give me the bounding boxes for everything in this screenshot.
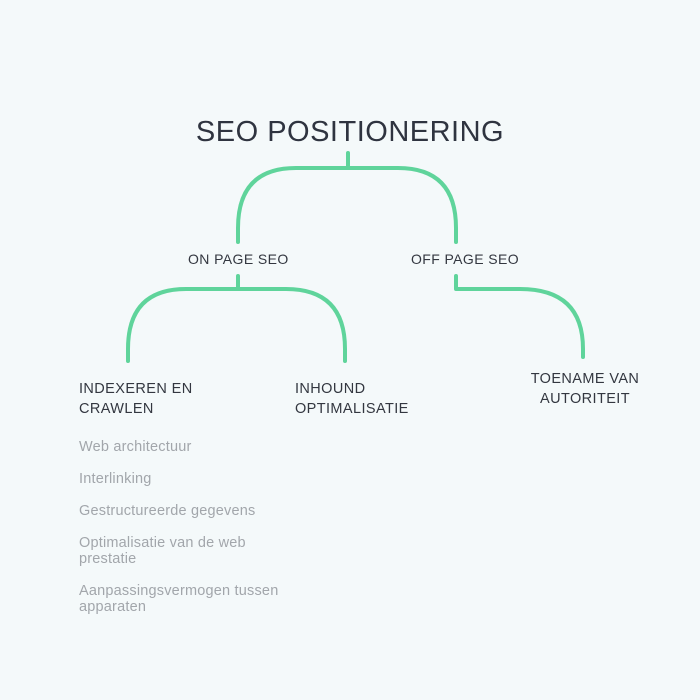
branch-on-page-seo: ON PAGE SEO (188, 251, 289, 267)
node-indexeren-en-crawlen: INDEXEREN EN CRAWLEN (79, 381, 193, 417)
branch-off-page-seo: OFF PAGE SEO (411, 251, 520, 267)
list-item: Optimalisatie van de web prestatie (79, 535, 246, 567)
diagram-title: SEO POSITIONERING (195, 116, 505, 148)
connector-off-page (454, 274, 585, 359)
indexeren-subitems: Web architectuur Interlinking Gestructur… (79, 439, 299, 631)
list-item: Gestructureerde gegevens (79, 503, 256, 519)
connector-on-page (126, 274, 347, 363)
connector-root (236, 151, 458, 244)
node-inhound-optimalisatie: INHOUND OPTIMALISATIE (295, 381, 409, 417)
node-toename-van-autoriteit: TOENAME VAN AUTORITEIT (530, 371, 640, 407)
list-item: Aanpassingsvermogen tussen apparaten (79, 583, 279, 615)
list-item: Interlinking (79, 471, 152, 487)
list-item: Web architectuur (79, 439, 192, 455)
